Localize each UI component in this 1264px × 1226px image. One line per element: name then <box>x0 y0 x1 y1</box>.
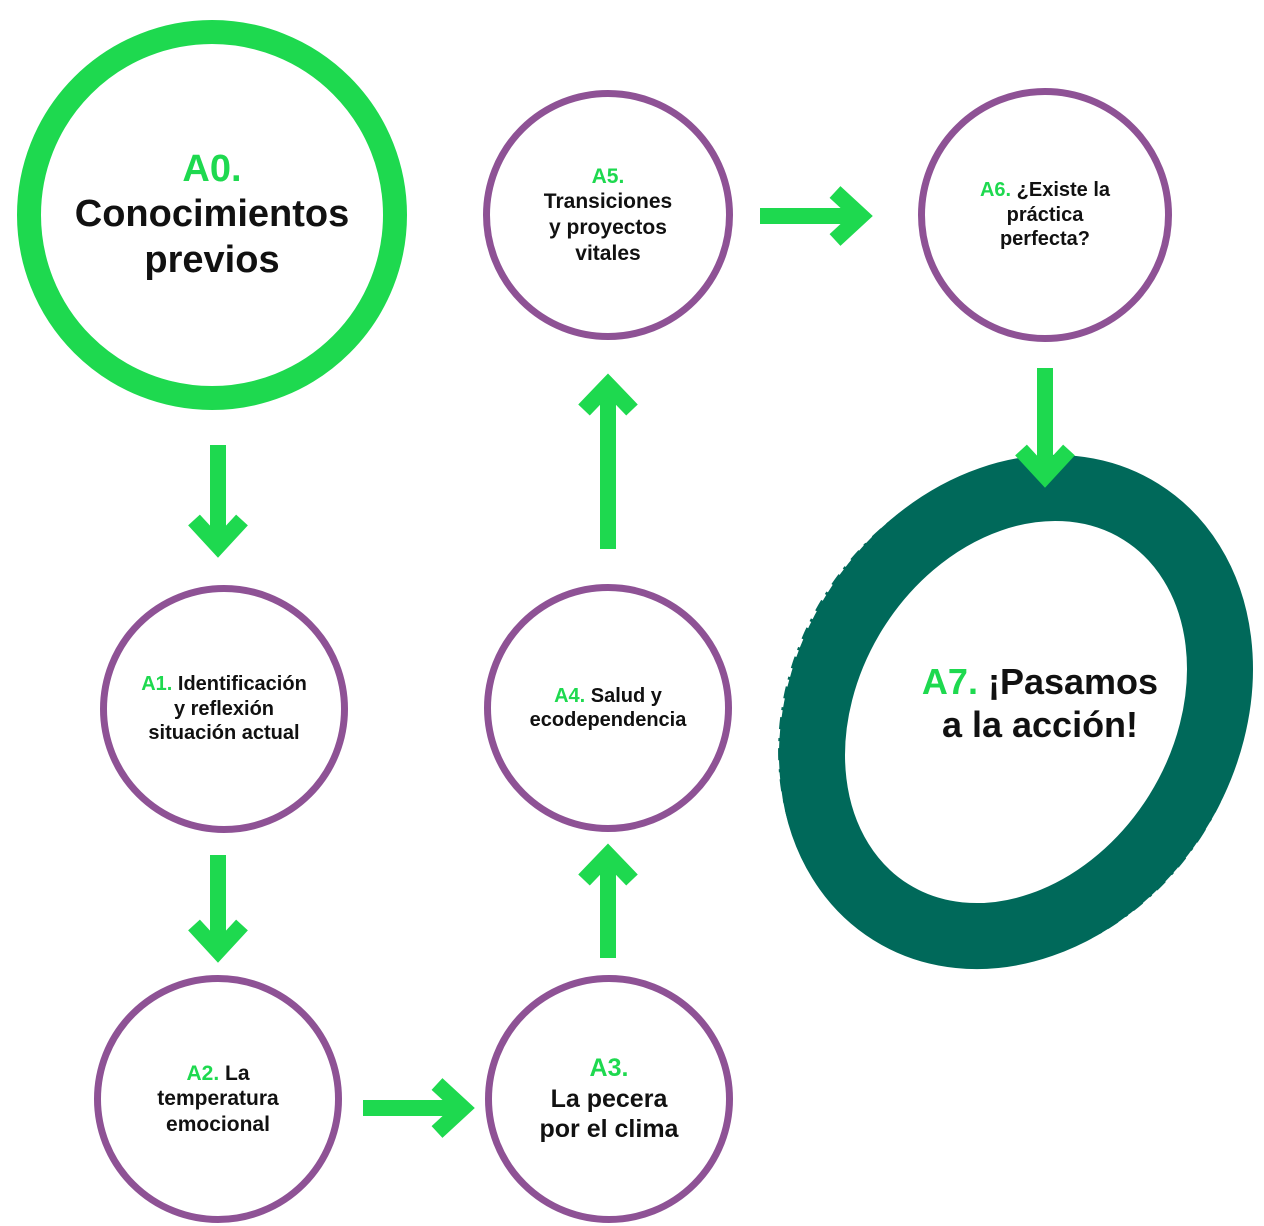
node-a3-line1: La pecera <box>550 1084 668 1113</box>
node-a6-line1: ¿Existe la <box>1016 179 1111 202</box>
node-a5-line3: vitales <box>575 241 641 265</box>
arrow-a2-a3 <box>363 1078 475 1138</box>
arrow-a5-a6 <box>760 186 873 246</box>
node-a2-line1: La <box>225 1061 250 1085</box>
arrow-a0-a1 <box>188 445 248 558</box>
node-a3-code: A3. <box>589 1054 629 1083</box>
node-a0: A0. Conocimientos previos <box>17 20 407 410</box>
node-a3: A3. La pecera por el clima <box>485 975 733 1223</box>
node-a0-line1: Conocimientos <box>74 193 350 236</box>
node-a0-line2: previos <box>144 238 280 281</box>
node-a4-label: A4. Salud y ecodependencia <box>530 684 687 733</box>
node-a7-line2: a la acción! <box>941 704 1139 746</box>
node-a1-code: A1. <box>141 673 173 696</box>
node-a2: A2. La temperatura emocional <box>94 975 342 1223</box>
node-a7-code: A7. <box>921 661 978 702</box>
node-a0-code: A0. <box>182 147 242 190</box>
node-a4: A4. Salud y ecodependencia <box>484 584 732 832</box>
node-a4-code: A4. <box>554 684 586 707</box>
node-a6: A6. ¿Existe la práctica perfecta? <box>918 88 1172 342</box>
node-a5: A5. Transiciones y proyectos vitales <box>483 90 733 340</box>
node-a6-code: A6. <box>979 179 1012 202</box>
node-a2-code: A2. <box>186 1061 220 1085</box>
node-a7-line1: ¡Pasamos <box>987 661 1159 702</box>
node-a1-line2: y reflexión <box>173 697 275 720</box>
node-a4-line2: ecodependencia <box>529 709 687 731</box>
node-a7-label: A7. ¡Pasamos a la acción! <box>880 660 1200 746</box>
final-ring-brush <box>779 454 1253 970</box>
node-a6-label: A6. ¿Existe la práctica perfecta? <box>980 178 1110 251</box>
node-a3-label: A3. La pecera por el clima <box>540 1053 679 1145</box>
node-a2-line2: temperatura <box>157 1087 279 1111</box>
node-a1-line1: Identificación <box>177 673 307 696</box>
node-a4-line1: Salud y <box>590 684 662 707</box>
node-a2-label: A2. La temperatura emocional <box>157 1061 278 1138</box>
node-a5-line1: Transiciones <box>543 190 673 214</box>
connector-arrows <box>188 186 1075 1138</box>
node-a1: A1. Identificación y reflexión situación… <box>100 585 348 833</box>
final-ring <box>778 454 1253 970</box>
arrow-a4-a5 <box>578 373 638 549</box>
node-a0-label: A0. Conocimientos previos <box>75 147 349 284</box>
node-a3-line2: por el clima <box>539 1115 679 1144</box>
node-a5-label: A5. Transiciones y proyectos vitales <box>544 164 672 266</box>
node-a1-line3: situación actual <box>148 722 300 745</box>
node-a6-line2: práctica <box>1006 203 1084 226</box>
arrow-a6-a7 <box>1015 368 1075 488</box>
node-a5-line2: y proyectos <box>549 216 667 239</box>
node-a5-code: A5. <box>591 164 625 188</box>
node-a2-line3: emocional <box>166 1112 270 1136</box>
arrow-a3-a4 <box>578 843 638 958</box>
final-ring-highlight <box>849 523 1183 901</box>
arrow-a1-a2 <box>188 855 248 963</box>
node-a6-line3: perfecta? <box>999 228 1090 251</box>
node-a1-label: A1. Identificación y reflexión situación… <box>141 672 307 745</box>
